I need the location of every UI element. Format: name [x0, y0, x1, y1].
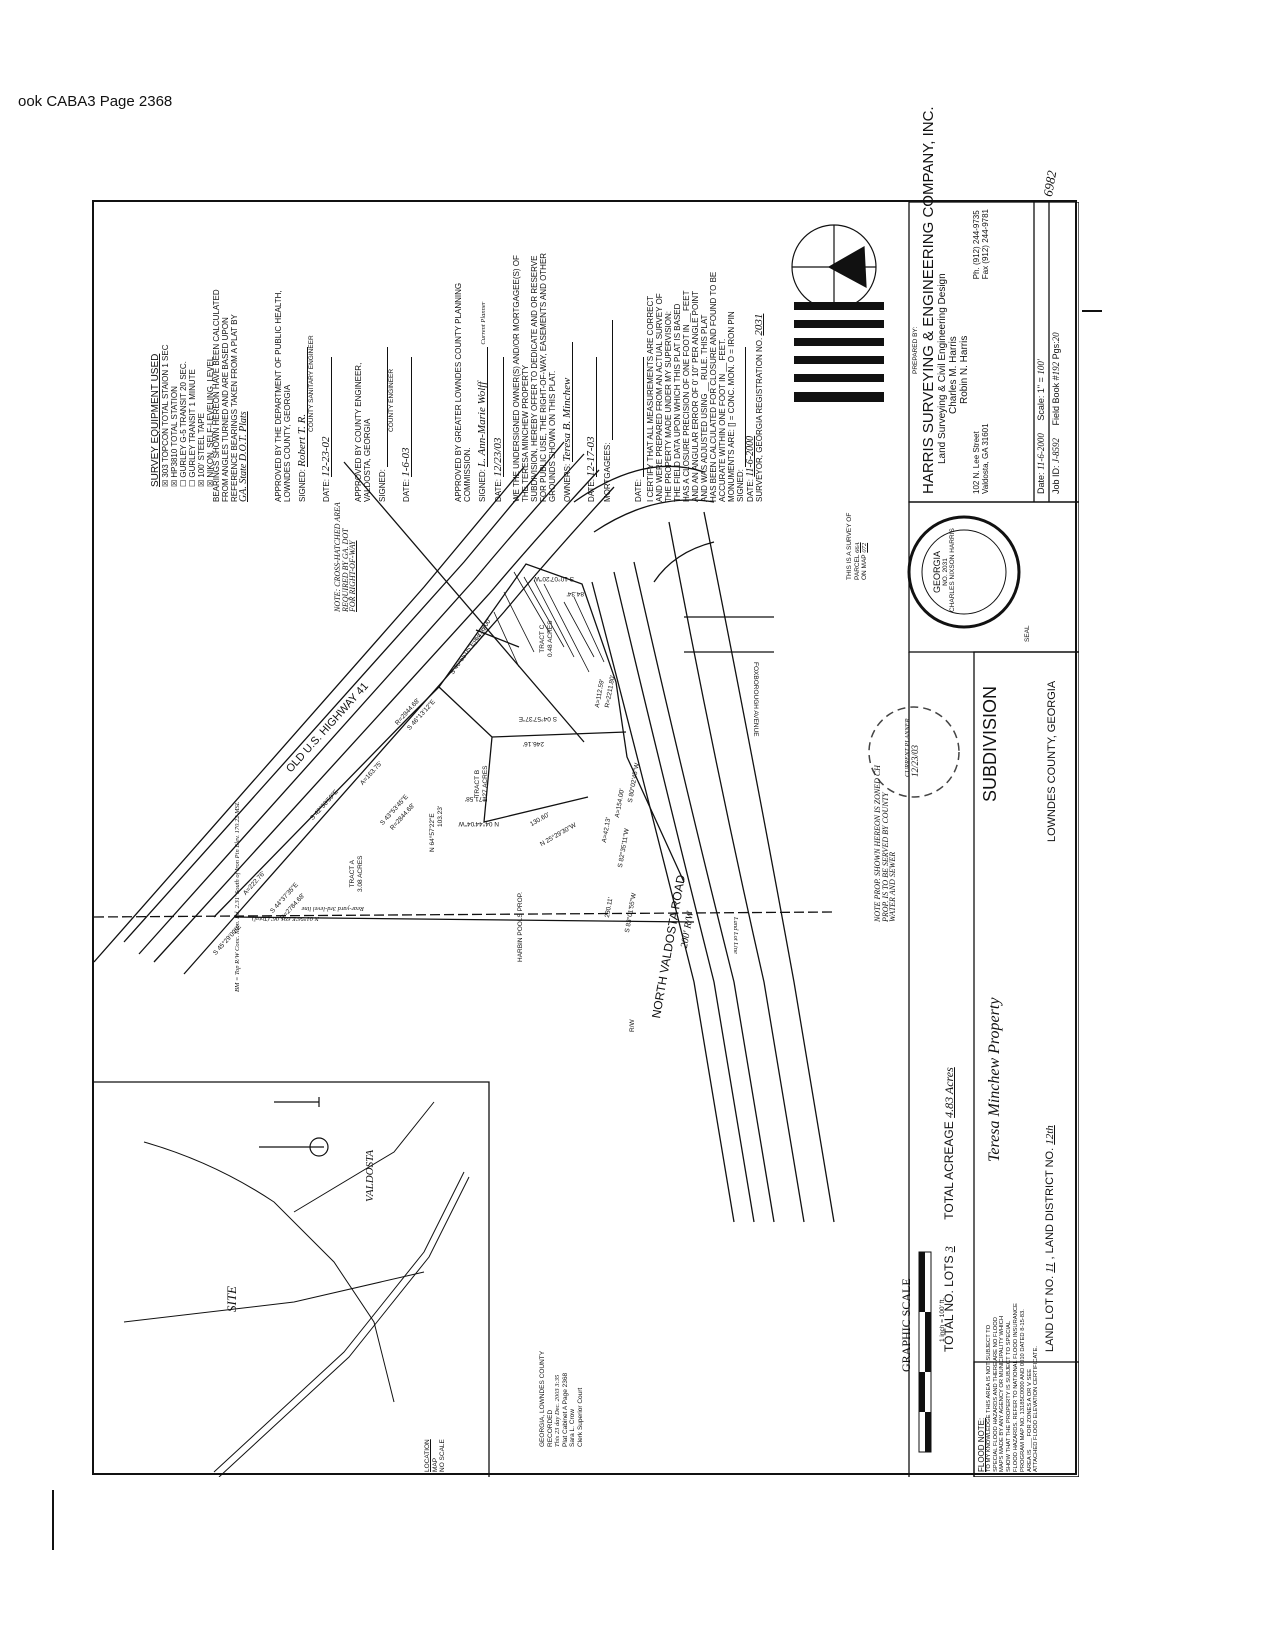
planning-approval-block: APPROVED BY GREATER LOWNDES COUNTY PLANN…: [454, 282, 504, 502]
zoning-note: NOTE PROP. SHOWN HEREON IS ZONED CH PROP…: [873, 765, 897, 922]
graphic-scale-ratio: 1 inch = 100' ft.: [939, 1297, 946, 1342]
planning-date: 12/23/03: [492, 356, 504, 477]
subdivision-label: SUBDIVISION: [980, 685, 1000, 802]
graphic-scale-bar: [918, 1251, 932, 1453]
land-lot-line: LAND LOT NO. 11 , LAND DISTRICT NO. 12th: [1044, 1125, 1056, 1352]
engineer-approval-block: APPROVED BY COUNTY ENGINEER, VALDOSTA, G…: [354, 346, 412, 502]
equipment-item: ☒ 100' STEEL TAPE: [197, 413, 206, 487]
seal-label: SEAL: [1024, 625, 1031, 642]
valdosta-label: VALDOSTA: [364, 1149, 376, 1202]
location-map-title: LOCATION MAP NO SCALE: [424, 1439, 446, 1472]
health-date: 12-23-02: [320, 356, 332, 477]
bearings-note: BEARINGS SHOWN HEREON HAVE BEEN CALCULAT…: [212, 289, 249, 502]
scan-mark-right: [1082, 310, 1102, 312]
recording-stamp: GEORGIA, LOWNDES COUNTY RECORDED This 23…: [539, 1350, 584, 1447]
engineer-date: 1-6-03: [400, 356, 412, 477]
call-label: 84.34': [566, 590, 584, 597]
land-lot-line-label: Land Lot Line: [732, 917, 739, 954]
benchmark-note: BM = Top R/W Conc. Mon. Fd. 2.31' South …: [234, 801, 241, 992]
surveyor-seal: [907, 515, 1021, 629]
health-signature: Robert T. R.: [296, 346, 308, 467]
flood-note: FLOOD NOTE: TO MY KNOWLEDGE THIS AREA IS…: [977, 1303, 1040, 1472]
company-name: HARRIS SURVEYING & ENGINEERING COMPANY, …: [919, 106, 937, 494]
survey-equipment-block: SURVEY EQUIPMENT USED ☒ 303 TOPCON TOTAL…: [150, 345, 215, 488]
scan-mark-left: [52, 1490, 54, 1550]
call-label: N 04°44'04"W: [458, 820, 499, 827]
rear-yard-note: Rear-yard 3rd-level line: [301, 905, 364, 912]
planning-signature: L. Ann-Marie Wolff: [476, 346, 488, 467]
call-label: S 10°07'20"W: [533, 575, 574, 582]
registration-number: 2031: [753, 313, 765, 336]
call-label: S 04°57'37"E: [518, 715, 557, 722]
county-label: LOWNDES COUNTY, GEORGIA: [1046, 680, 1058, 842]
call-label: 103.23': [437, 805, 444, 827]
call-label: 171.58': [464, 795, 486, 802]
subdivision-name: Teresa Minchew Property: [986, 997, 1003, 1162]
engineer-signature: [378, 346, 388, 467]
planner-stamp: [868, 706, 960, 798]
certification-block: I CERTIFY THAT ALL MEASUREMENTS ARE CORR…: [646, 271, 765, 502]
equipment-item: ☐ GURLEY G-5 TRANSIT 20 SEC.: [179, 361, 188, 487]
harbin-pools-label: HARBIN POOLS prop.: [517, 892, 524, 962]
survey-equipment-title: SURVEY EQUIPMENT USED: [150, 353, 161, 487]
owner-signature: Teresa B. Minchew: [561, 341, 573, 462]
planner-stamp-text: CURRENT PLANNER 12/23/03: [904, 718, 920, 777]
parcel-note: THIS IS A SURVEY OF PARCEL 66A ON MAP 07…: [846, 512, 868, 580]
seal-text: GEORGIA No. 2031 CHARLES NIXSON HARRIS: [932, 528, 956, 612]
crosshatch-note: NOTE: CROSS-HATCHED AREA REQUIRED BY GA.…: [333, 502, 357, 612]
total-call-label: N 01°56'E 691.06' (Total): [252, 915, 319, 922]
company-logo-bars: [794, 302, 884, 402]
compass-rose-icon: [791, 224, 877, 310]
call-label: N 64°57'22"E: [429, 813, 436, 852]
dedication-block: WE THE UNDERSIGNED OWNER(S) AND/OR MORTG…: [512, 252, 613, 502]
health-approval-block: APPROVED BY THE DEPARTMENT OF PUBLIC HEA…: [274, 290, 332, 502]
job-info: Date: 11-6-2000 Scale: 1" = 100' Job ID:…: [1036, 332, 1061, 494]
equipment-item: ☒ HP3810 TOTAL STATION: [170, 386, 179, 487]
mortgagee-date-block: DATE:: [634, 356, 644, 502]
site-label: SITE: [224, 1286, 239, 1312]
equipment-item: ☐ GURLEY TRANSIT 1 MINUTE: [188, 369, 197, 487]
survey-plat-frame: SURVEY EQUIPMENT USED ☒ 303 TOPCON TOTAL…: [92, 106, 1079, 1477]
graphic-scale-title: GRAPHIC SCALE: [899, 1278, 913, 1372]
mortgagee-signature: [603, 320, 613, 441]
foxborough-label: FOXBOROUGH AVENUE: [752, 662, 759, 737]
company-block: PREPARED BY: HARRIS SURVEYING & ENGINEER…: [912, 106, 990, 494]
page-header: ook CABA3 Page 2368: [18, 93, 173, 110]
equipment-item: ☒ 303 TOPCON TOTAL STAION 1 SEC: [161, 344, 170, 488]
rw-label: R/W: [629, 1019, 636, 1032]
corner-note: 6982: [1040, 169, 1060, 198]
owner-date: 12-17-03: [585, 356, 597, 477]
plat-drawing: [94, 202, 1079, 1477]
call-label: 246.16': [522, 740, 544, 747]
north-arrow-icon: [259, 1097, 329, 1157]
